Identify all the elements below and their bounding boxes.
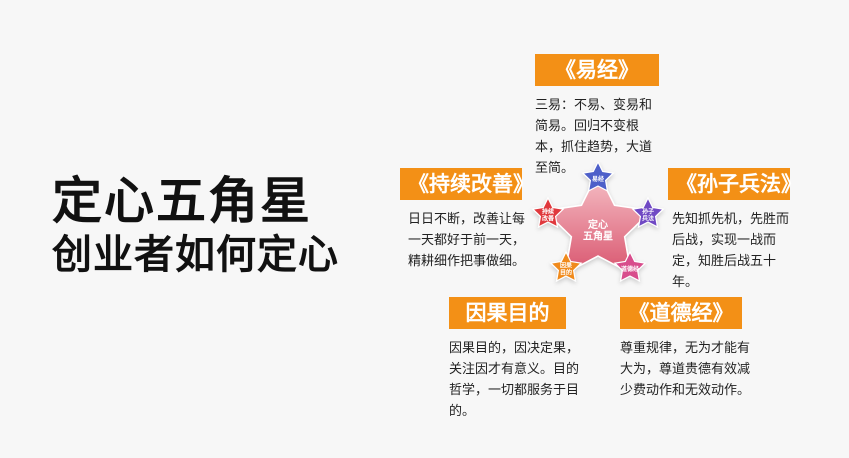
center-star-label: 定心五角星	[583, 218, 613, 243]
mini-star-label-yijing: 易经	[591, 175, 604, 183]
node-tag-daode: 《道德经》	[620, 297, 742, 329]
node-tag-chixu: 《持续改善》	[400, 168, 534, 200]
node-desc-yijing: 三易：不易、变易和简易。回归不变根本，抓住趋势，大道至简。	[535, 98, 653, 176]
mini-star-daode	[613, 250, 647, 282]
mini-star-label-yinguo: 因果目的	[560, 262, 572, 277]
mini-star-label-sunzi: 孙子兵法	[642, 208, 654, 223]
mini-star-chixu	[531, 196, 565, 228]
mini-star-label-daode: 道德经	[621, 265, 639, 273]
node-chixu: 《持续改善》 日日不断，改善让每一天都好于前一天，精耕细作把事做细。	[400, 168, 536, 272]
node-tag-yinguo: 因果目的	[449, 297, 566, 329]
mini-star-yinguo	[549, 250, 583, 282]
node-desc-yinguo: 因果目的，因决定果，关注因才有意义。目的哲学，一切都服务于目的。	[449, 341, 580, 419]
node-daode: 《道德经》 尊重规律，无为才能有大为，尊道贵德有效减少费动作和无效动作。	[620, 297, 760, 401]
node-tag-sunzi: 《孙子兵法》	[668, 168, 802, 200]
node-desc-sunzi: 先知抓先机，先胜而后战，实现一战而定，知胜后战五十年。	[672, 212, 790, 290]
mini-star-sunzi	[631, 196, 665, 228]
node-tag-yijing: 《易经》	[535, 54, 659, 86]
main-title: 定心五角星	[52, 172, 312, 230]
sub-title: 创业者如何定心	[52, 232, 339, 278]
node-yinguo: 因果目的 因果目的，因决定果，关注因才有意义。目的哲学，一切都服务于目的。	[449, 297, 583, 422]
node-desc-daode: 尊重规律，无为才能有大为，尊道贵德有效减少费动作和无效动作。	[620, 341, 751, 398]
mini-star-yijing	[581, 162, 615, 192]
node-yijing: 《易经》 三易：不易、变易和简易。回归不变根本，抓住趋势，大道至简。	[535, 54, 663, 179]
node-sunzi: 《孙子兵法》 先知抓先机，先胜而后战，实现一战而定，知胜后战五十年。	[668, 168, 802, 293]
node-desc-chixu: 日日不断，改善让每一天都好于前一天，精耕细作把事做细。	[408, 212, 526, 269]
mini-star-label-chixu: 持续改善	[542, 208, 554, 223]
